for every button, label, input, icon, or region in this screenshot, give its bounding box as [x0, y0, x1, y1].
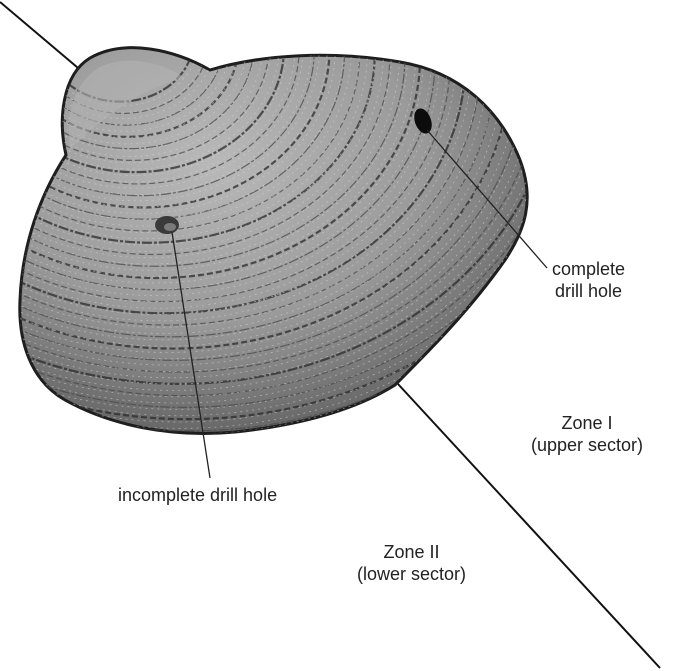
- zone-one-label: Zone I (upper sector): [531, 412, 643, 456]
- incomplete-drill-hole-center: [164, 223, 176, 231]
- zone-two-label-line1: Zone II: [357, 541, 466, 563]
- zone-two-label: Zone II (lower sector): [357, 541, 466, 585]
- zone-two-label-line2: (lower sector): [357, 563, 466, 585]
- zone-one-label-line1: Zone I: [531, 412, 643, 434]
- incomplete-drill-hole-label: incomplete drill hole: [118, 484, 277, 506]
- complete-drill-hole-label-line1: complete: [552, 258, 625, 280]
- zone-one-label-line2: (upper sector): [531, 434, 643, 456]
- incomplete-drill-hole-label-text: incomplete drill hole: [118, 484, 277, 506]
- complete-drill-hole-label-line2: drill hole: [552, 280, 625, 302]
- complete-drill-hole-label: complete drill hole: [552, 258, 625, 302]
